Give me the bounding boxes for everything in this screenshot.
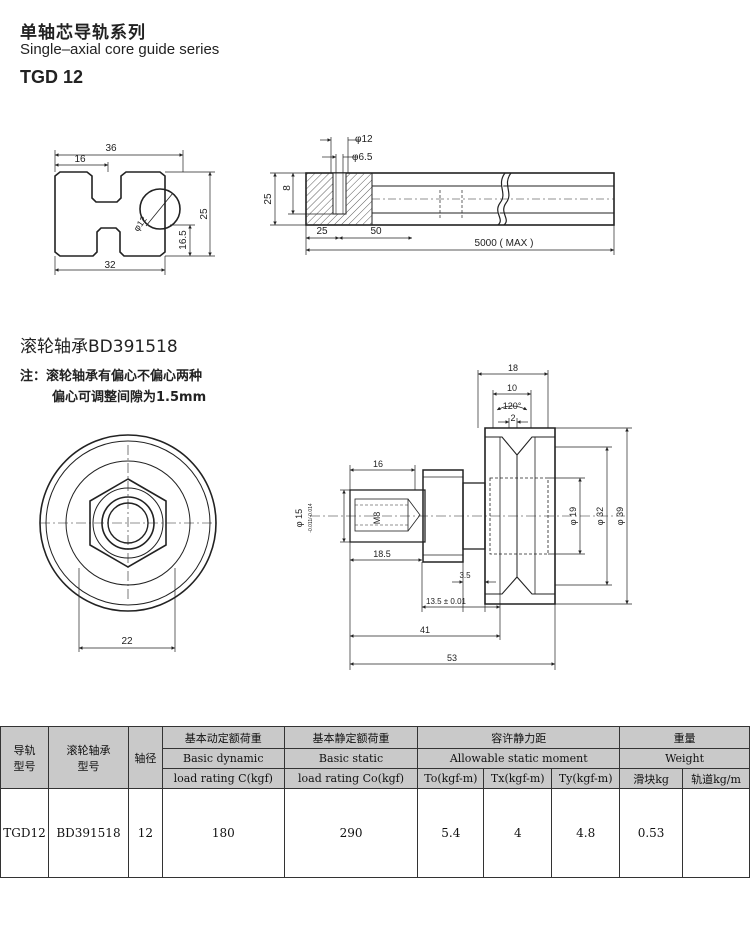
spec-table: 导轨 型号 滚轮轴承 型号 轴径 基本动定额荷重 基本静定额荷重 容许静力距 重…: [0, 726, 750, 878]
header-slider-weight: 滑块kg: [619, 768, 684, 789]
bearing-title: 滚轮轴承BD391518: [20, 337, 178, 357]
bearing-side-dims: [340, 370, 632, 670]
side-dim-13-5: 13.5 ± 0.01: [426, 597, 467, 606]
cell-slider-weight: 0.53: [619, 788, 684, 878]
side-thread-m8: M8: [372, 512, 382, 525]
note-line-2: 偏心可调整间隙为1.5mm: [52, 390, 207, 405]
header-axis-diameter: 轴径: [127, 726, 163, 789]
cell-tx: 4: [483, 788, 553, 878]
side-dim-53: 53: [447, 653, 457, 663]
header-roller-model-line1: 滚轮轴承: [66, 743, 111, 757]
table-row: TGD12 BD391518 12 180 290 5.4 4 4.8 0.53: [0, 788, 750, 878]
model-number: TGD 12: [20, 67, 84, 87]
header-rail-model-line2: 型号: [13, 759, 36, 773]
header-ty: Ty(kgf-m): [551, 768, 621, 789]
dim-16-5: 16.5: [178, 230, 189, 250]
cell-roller: BD391518: [47, 788, 129, 878]
side-phi15: φ 15: [294, 509, 304, 527]
dim-32: 32: [104, 260, 116, 271]
side-dim-3-5: 3.5: [459, 571, 471, 580]
rail-side-dims: [270, 137, 615, 255]
cell-static: 290: [283, 788, 419, 878]
header-dynamic-en2: load rating C(kgf): [161, 768, 285, 789]
title-english: Single–axial core guide series: [20, 41, 220, 58]
side-phi19: φ 19: [568, 507, 578, 525]
technical-drawing: 36 16 25 16.5 32 φ12 φ12 φ6.5 25: [39, 134, 632, 670]
header-tx: Tx(kgf-m): [483, 768, 553, 789]
side-dim-18: 18: [508, 363, 518, 373]
side-dim-25-height: 25: [263, 193, 274, 205]
side-dim-5000: 5000 ( MAX ): [475, 238, 534, 249]
header-to: To(kgf-m): [417, 768, 485, 789]
header-dynamic-en1: Basic dynamic: [161, 748, 285, 769]
dim-36: 36: [105, 143, 117, 154]
dim-25: 25: [199, 208, 210, 220]
side-phi32: φ 32: [595, 507, 605, 525]
header-static-en1: Basic static: [283, 748, 419, 769]
header-rail-weight: 轨道kg/m: [682, 768, 750, 789]
rail-cross-section: [54, 171, 181, 257]
side-phi39: φ 39: [615, 507, 625, 525]
header-rail-model-line1: 导轨: [13, 743, 36, 757]
cell-axis: 12: [127, 788, 163, 878]
cell-rail: TGD12: [0, 788, 49, 878]
side-dim-10: 10: [507, 383, 517, 393]
title-chinese: 单轴芯导轨系列: [20, 23, 146, 43]
header-moment-cn: 容许静力距: [417, 726, 621, 749]
side-dim-50: 50: [370, 226, 382, 237]
header-weight-cn: 重量: [619, 726, 750, 749]
note-line-1: 注：滚轮轴承有偏心不偏心两种: [20, 369, 203, 384]
rail-side-view: [305, 172, 615, 226]
side-dim-2: 2: [510, 413, 515, 423]
side-dim-18-5: 18.5: [373, 549, 391, 559]
front-dim-22-lines: [78, 568, 176, 652]
side-angle-120: 120°: [503, 401, 522, 411]
header-dynamic-cn: 基本动定额荷重: [161, 726, 285, 749]
cell-rail-weight: [682, 788, 750, 878]
dim-16: 16: [74, 154, 86, 165]
header-moment-en: Allowable static moment: [417, 748, 621, 769]
cell-dynamic: 180: [161, 788, 285, 878]
bearing-front-view: [39, 434, 217, 612]
side-phi6-5: φ6.5: [352, 152, 373, 163]
side-dim-41: 41: [420, 625, 430, 635]
header-weight-en: Weight: [619, 748, 750, 769]
header-rail-model: 导轨 型号: [0, 726, 49, 789]
side-dim-25: 25: [316, 226, 328, 237]
rail-cross-dims: [54, 150, 215, 275]
side-phi15-tolerance: -0.011/-0.014: [308, 503, 314, 533]
cell-to: 5.4: [417, 788, 485, 878]
side-dim-16: 16: [373, 459, 383, 469]
side-dim-8: 8: [282, 185, 293, 191]
front-dim-22: 22: [121, 636, 133, 647]
header-roller-model: 滚轮轴承 型号: [47, 726, 129, 789]
header-static-en2: load rating Co(kgf): [283, 768, 419, 789]
header-roller-model-line2: 型号: [77, 759, 100, 773]
side-phi12: φ12: [355, 134, 373, 145]
dim-phi12-circle: φ12: [131, 214, 148, 233]
header-static-cn: 基本静定额荷重: [283, 726, 419, 749]
cell-ty: 4.8: [551, 788, 621, 878]
